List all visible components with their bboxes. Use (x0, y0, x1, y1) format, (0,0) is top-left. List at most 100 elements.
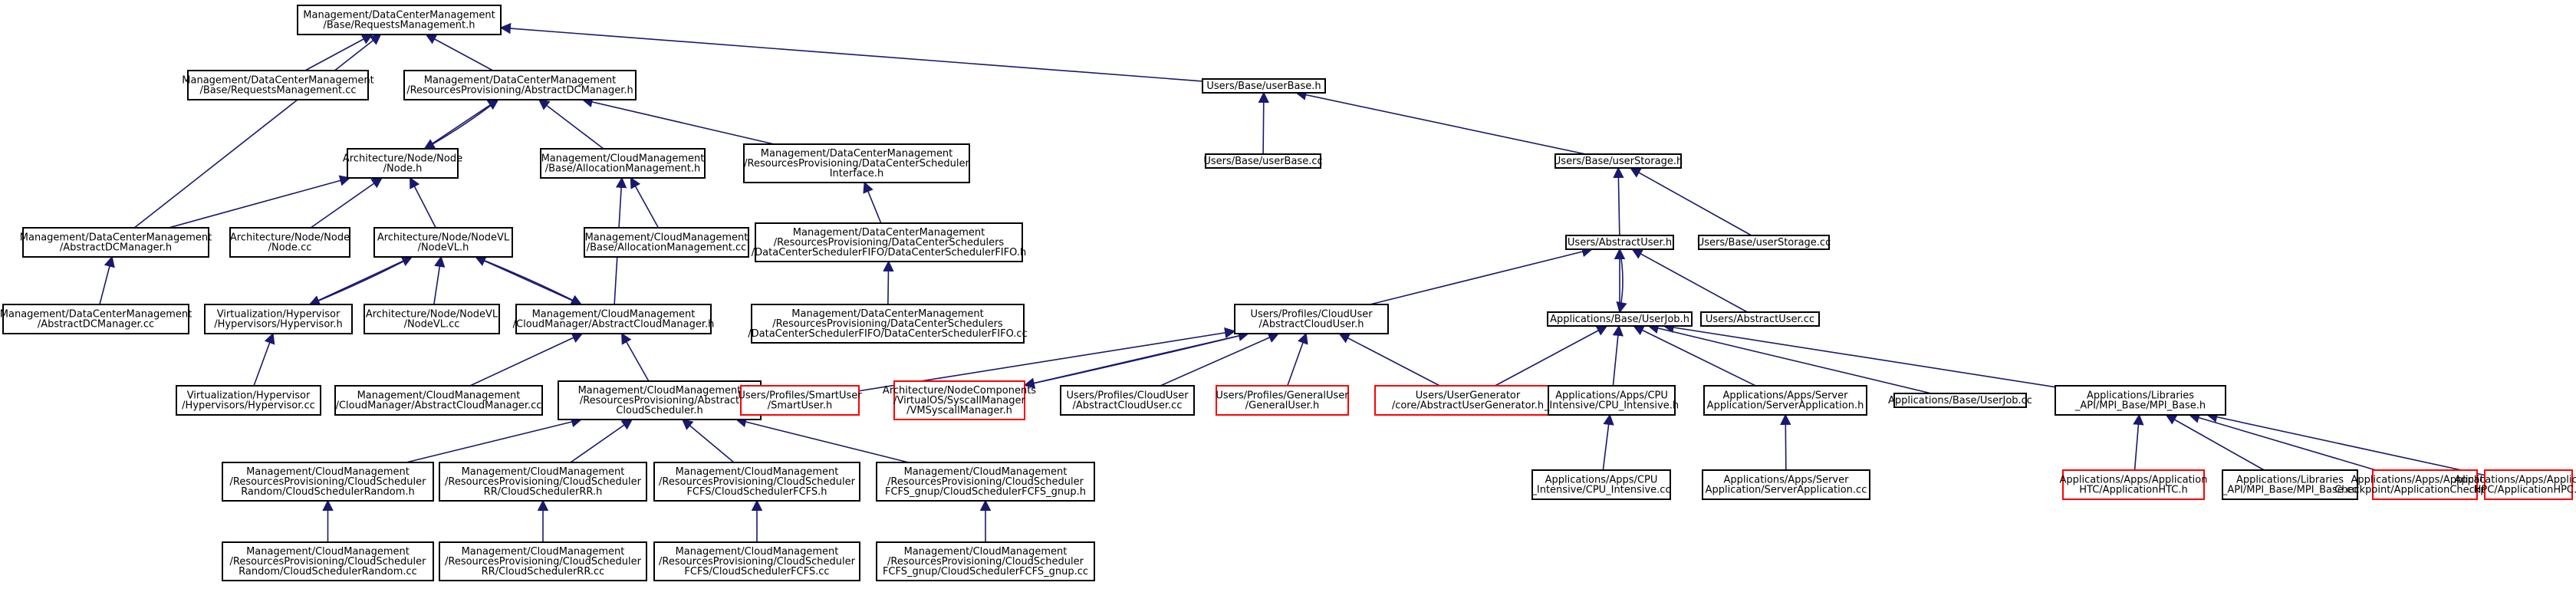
edge-n12-to-n5 (630, 176, 660, 229)
node-n3[interactable]: Users/Base/userBase.h (1202, 78, 1326, 94)
node-n30[interactable]: Users/Profiles/GeneralUser/GeneralUser.h (1216, 385, 1349, 416)
node-n25[interactable]: Management/CloudManagement/CloudManager/… (334, 385, 543, 416)
node-n44[interactable]: Applications/Apps/ApplicationCheckpoint/… (2334, 469, 2515, 500)
node-n5[interactable]: Management/CloudManagement/Base/Allocati… (540, 148, 706, 179)
node-n27[interactable]: Users/Profiles/SmartUser/SmartUser.h (738, 385, 862, 416)
node-n42[interactable]: Applications/Apps/ApplicationHTC/Applica… (2060, 469, 2208, 500)
node-n11[interactable]: Architecture/Node/NodeVL/NodeVL.h (373, 227, 513, 258)
node-n32[interactable]: Applications/Apps/CPU_Intensive/CPU_Inte… (1544, 385, 1679, 416)
node-n36[interactable]: Management/CloudManagement/ResourcesProv… (222, 462, 434, 502)
node-n7[interactable]: Users/Base/userBase.cc (1203, 153, 1323, 169)
node-n47[interactable]: Management/CloudManagement/ResourcesProv… (439, 541, 647, 581)
edge-n11-to-n4 (410, 176, 436, 229)
edge-n11-to-n17 (308, 256, 413, 306)
node-n22[interactable]: Applications/Base/UserJob.h (1547, 311, 1693, 327)
edge-n34-to-n22 (1647, 323, 1932, 394)
node-n16[interactable]: Management/DataCenterManagement/Abstract… (0, 304, 192, 334)
node-n24[interactable]: Virtualization/Hypervisor/Hypervisors/Hy… (176, 385, 321, 416)
node-n45[interactable]: Applications/Apps/ApplicationHPC/Applica… (2455, 469, 2576, 500)
node-label-line: Management/DataCenterManagement (303, 10, 495, 21)
node-label-line: /VirtualOS/SyscallManager (893, 395, 1025, 406)
node-label-line: _API/MPI_Base/MPI_Base.cc (2222, 485, 2357, 496)
node-box (1700, 311, 1820, 327)
node-n8[interactable]: Users/Base/userStorage.h (1554, 153, 1683, 169)
node-n10[interactable]: Architecture/Node/Node/Node.cc (229, 227, 350, 258)
node-n40[interactable]: Applications/Apps/CPU_Intensive/CPU_Inte… (1531, 469, 1671, 500)
node-n15[interactable]: Users/Base/userStorage.cc (1697, 235, 1831, 250)
node-n28[interactable]: Architecture/NodeComponents/VirtualOS/Sy… (883, 380, 1036, 420)
node-label-line: _Intensive/CPU_Intensive.cc (1531, 485, 1670, 496)
node-box (222, 462, 434, 502)
node-n14[interactable]: Users/AbstractUser.h (1565, 235, 1674, 250)
node-label-line: /CloudManager/AbstractCloudManager.cc (336, 400, 542, 412)
node-n48[interactable]: Management/CloudManagement/ResourcesProv… (653, 541, 860, 581)
node-label-line: Users/Base/userBase.h (1206, 81, 1321, 92)
node-box (439, 541, 647, 581)
node-label-line: Applications/Apps/CPU (1545, 475, 1658, 486)
node-box (373, 227, 513, 258)
node-label-line: HPC/ApplicationHPC.h (2474, 485, 2576, 496)
node-n18[interactable]: Architecture/Node/NodeVL/NodeVL.cc (364, 304, 500, 334)
node-label-line: /DataCenterSchedulerFIFO/DataCenterSched… (752, 247, 1026, 258)
node-n43[interactable]: Applications/Libraries_API/MPI_Base/MPI_… (2222, 469, 2358, 500)
node-n23[interactable]: Users/AbstractUser.cc (1700, 311, 1820, 327)
edge-layer (99, 22, 2486, 543)
node-n38[interactable]: Management/CloudManagement/ResourcesProv… (653, 462, 860, 502)
node-box (1554, 153, 1682, 169)
node-n6[interactable]: Management/DataCenterManagement/Resource… (743, 143, 970, 183)
node-box (584, 227, 749, 258)
node-label-line: Users/Base/userStorage.h (1554, 156, 1683, 167)
node-label-line: /AbstractCloudUser.cc (1073, 400, 1183, 412)
node-n9[interactable]: Management/DataCenterManagement/Abstract… (20, 227, 212, 258)
edge-n9-to-n0 (133, 34, 382, 229)
node-label-line: Applications/Apps/Server (1724, 475, 1850, 486)
edge-n21-to-n28 (1023, 333, 1249, 389)
node-n49[interactable]: Management/CloudManagement/ResourcesProv… (876, 541, 1095, 581)
node-n17[interactable]: Virtualization/Hypervisor/Hypervisors/Hy… (204, 304, 353, 334)
node-label-line: Users/Base/userStorage.cc (1697, 237, 1831, 248)
node-n41[interactable]: Applications/Apps/ServerApplication/Serv… (1702, 469, 1870, 500)
node-n29[interactable]: Users/Profiles/CloudUser/AbstractCloudUs… (1060, 385, 1195, 416)
node-box (229, 227, 350, 258)
node-box (893, 380, 1025, 420)
edge-n2-to-n0 (425, 34, 494, 71)
node-box (751, 304, 1025, 344)
node-box (2055, 385, 2226, 416)
node-n34[interactable]: Applications/Base/UserJob.cc (1888, 393, 2032, 408)
edge-n13-to-n6 (863, 181, 882, 224)
node-n33[interactable]: Applications/Apps/ServerApplication/Serv… (1703, 385, 1867, 416)
node-label-line: Management/DataCenterManagement (182, 75, 373, 87)
node-label-line: /ResourcesProvisioning/DataCenterSchedul… (774, 237, 1005, 248)
node-label-line: /AbstractDCManager.cc (38, 319, 154, 331)
node-label-line: Architecture/Node/Node (230, 232, 350, 244)
node-label-line: /NodeVL.h (418, 242, 469, 254)
edge-n36-to-n26 (406, 416, 583, 463)
node-label-line: Architecture/NodeComponents (883, 385, 1036, 397)
node-n0[interactable]: Management/DataCenterManagement/Base/Req… (297, 5, 502, 35)
node-n35[interactable]: Applications/Libraries_API/MPI_Base/MPI_… (2055, 385, 2226, 416)
node-n37[interactable]: Management/CloudManagement/ResourcesProv… (439, 462, 647, 502)
node-n4[interactable]: Architecture/Node/Node/Node.h (343, 148, 462, 179)
node-n39[interactable]: Management/CloudManagement/ResourcesProv… (876, 462, 1095, 502)
node-n19[interactable]: Management/CloudManagement/CloudManager/… (513, 304, 715, 334)
edge-n9-to-n4 (168, 175, 351, 229)
node-n1[interactable]: Management/DataCenterManagement/Base/Req… (182, 70, 374, 100)
node-label-line: Management/DataCenterManagement (0, 309, 192, 321)
node-n46[interactable]: Management/CloudManagement/ResourcesProv… (222, 541, 434, 581)
node-n21[interactable]: Users/Profiles/CloudUser/AbstractCloudUs… (1234, 304, 1389, 334)
node-n2[interactable]: Management/DataCenterManagement/Resource… (403, 70, 637, 100)
node-label-line: Virtualization/Hypervisor (217, 309, 341, 321)
node-label-line: Management/DataCenterManagement (20, 232, 212, 244)
node-n26[interactable]: Management/CloudManagement/ResourcesProv… (558, 380, 762, 420)
edge-n33-to-n22 (1633, 325, 1756, 387)
node-label-line: Applications/Apps/Application (2351, 475, 2499, 486)
edge-n17-to-n11 (309, 255, 413, 305)
node-box (1547, 311, 1693, 327)
node-label-line: /Base/AllocationManagement.cc (587, 242, 747, 254)
node-label-line: Users/Profiles/CloudUser (1250, 309, 1373, 321)
node-n31[interactable]: Users/UserGenerator/core/AbstractUserGen… (1374, 385, 1561, 416)
node-label-line: /ResourcesProvisioning/CloudScheduler (887, 476, 1084, 488)
node-n20[interactable]: Management/DataCenterManagement/Resource… (748, 304, 1028, 344)
node-n12[interactable]: Management/CloudManagement/Base/Allocati… (584, 227, 749, 258)
node-n13[interactable]: Management/DataCenterManagement/Resource… (752, 222, 1026, 262)
